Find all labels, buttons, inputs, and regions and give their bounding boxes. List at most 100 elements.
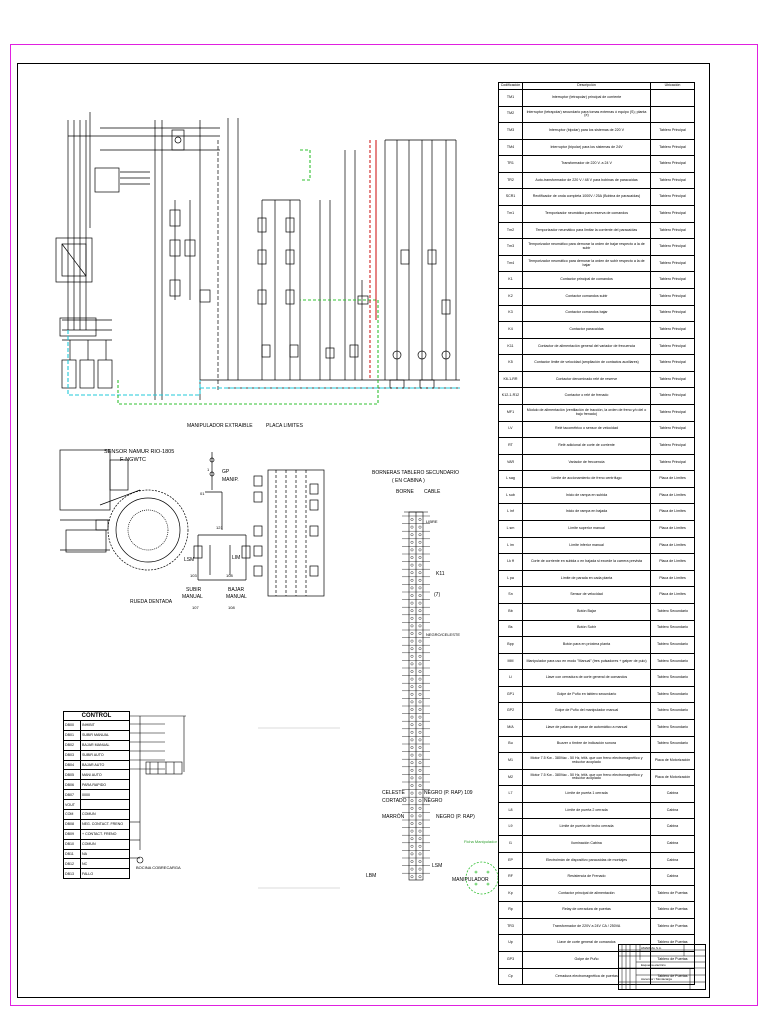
device-location: Tablero de Puertas — [650, 884, 695, 903]
device-description: Contactor o relé de frenado — [522, 387, 651, 405]
terminal-screw — [418, 670, 422, 673]
device-code: L im — [498, 536, 523, 555]
gp-manip-label: MANIP. — [222, 477, 239, 483]
device-location: Placa de Motorización — [650, 768, 695, 787]
device-code: EP — [498, 851, 523, 870]
device-location: Tablero Secundario — [650, 718, 695, 737]
manipulador-label: MANIPULADOR EXTRAIBLE — [187, 423, 253, 429]
node-1: 1 — [207, 467, 210, 472]
device-description: Módulo de alimentación (ventilación de t… — [522, 403, 651, 422]
marron-label: MARRÓN — [382, 814, 405, 820]
device-location: Tablero Principal — [650, 321, 695, 339]
device-description: Límite de puerta 2 cerrada — [522, 801, 651, 820]
terminal-screw — [418, 837, 422, 841]
control-code: DB13 — [63, 868, 81, 880]
device-location: Tablero Secundario — [650, 735, 695, 754]
terminal-screw — [410, 609, 414, 613]
bornera-col-cable: CABLE — [424, 489, 441, 495]
terminal-screw — [410, 624, 414, 628]
sensor-title: SENSOR NAMUR RIO-1805 — [104, 449, 175, 455]
terminal-screw — [410, 753, 414, 757]
device-location: Placa de Límites — [650, 520, 695, 538]
control-signal: 0000 — [79, 789, 131, 801]
terminal-screw — [418, 609, 422, 613]
terminal-screw — [418, 708, 422, 711]
device-code: K3 — [498, 304, 523, 323]
device-description: Contactor comandos bajar — [522, 304, 651, 323]
libre-label: LIBRE — [426, 519, 438, 524]
terminal-screw — [418, 875, 422, 879]
limit-plate-group — [253, 469, 325, 597]
device-location: Cabina — [650, 818, 695, 837]
terminal-screw — [410, 814, 414, 818]
device-location: Cabina — [650, 851, 695, 870]
lim-label: LIM — [232, 555, 241, 561]
device-location: Placa de Límites — [650, 569, 695, 588]
terminal-screw — [418, 571, 422, 575]
device-description: Interruptor (tetrapolar) secundario para… — [522, 105, 651, 124]
control-signal: BAJAR MANUAL — [79, 739, 131, 751]
device-description: Botón Bajar — [522, 602, 651, 621]
control-signal: NA — [79, 848, 131, 860]
device-description: Sensor de velocidad — [522, 586, 651, 604]
terminal-screw — [410, 677, 414, 681]
device-location: Placa de Límites — [650, 470, 695, 488]
device-code: K6-1-RR — [498, 370, 523, 389]
control-signal: NEG. CONTACT. FRENO — [79, 818, 131, 830]
terminal-screw — [410, 540, 414, 544]
device-code: L sub — [498, 486, 523, 505]
terminal-screw — [410, 730, 414, 734]
device-description: Inicio de rampa en bajada — [522, 503, 651, 522]
terminal-screw — [410, 784, 414, 787]
terminal-screw — [418, 624, 422, 628]
control-signal: BAJAR AUTO — [79, 759, 131, 771]
device-code: TM3 — [498, 122, 523, 140]
placa-limites-label: PLACA LIMITES — [266, 423, 303, 429]
device-code: GP1 — [498, 685, 523, 704]
device-location: Tablero Principal — [650, 155, 695, 173]
device-code: M2 — [498, 768, 523, 787]
terminal-screw — [418, 548, 422, 552]
device-location: Tablero Principal — [650, 171, 695, 190]
device-code: K12-1-R12 — [498, 387, 523, 405]
control-signal: INHIBIT — [79, 720, 131, 731]
control-signal: + CONTACT. FRENO — [79, 828, 131, 840]
device-description: Contactor comandos subir — [522, 287, 651, 306]
negro-label: NEGRO — [424, 798, 443, 804]
terminal-screw — [410, 685, 414, 689]
control-wiring — [129, 715, 186, 864]
device-code: TR2 — [498, 171, 523, 190]
control-signal — [79, 799, 131, 811]
terminal-screw — [410, 723, 414, 727]
device-code: Bs — [498, 619, 523, 638]
control-signal: SUBIR MANUAL — [79, 729, 131, 741]
device-code: VAR — [498, 453, 523, 472]
control-code: DB00 — [63, 720, 81, 731]
sensor-wheel-group — [59, 449, 189, 571]
terminal-screw — [418, 700, 422, 704]
control-code: COM — [63, 809, 81, 820]
device-description: Transformador de 220V a 24V CA / 250VA — [522, 917, 651, 936]
